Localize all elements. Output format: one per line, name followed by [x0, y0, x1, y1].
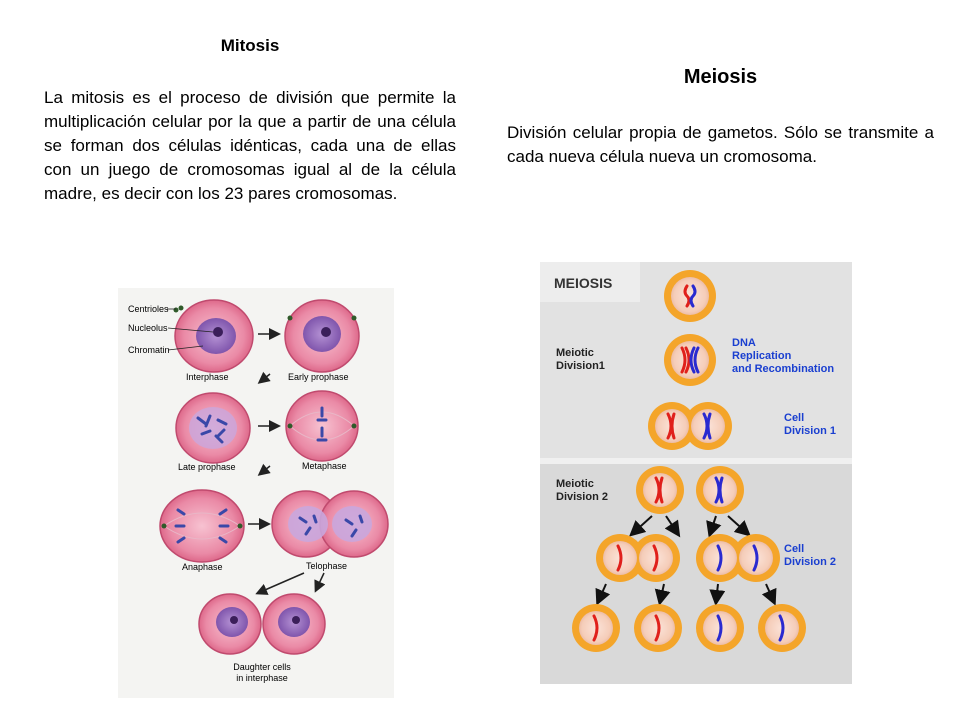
arrow-to-daughter-left — [255, 572, 305, 595]
metaphase-label: Metaphase — [302, 461, 347, 471]
chromatin-label: Chromatin — [128, 345, 170, 355]
chromatin-pointer — [167, 345, 204, 351]
meiotic-division1-label-line1: Meiotic — [556, 347, 594, 359]
meiotic-division1-label-line2: Division1 — [556, 360, 605, 372]
gamete-cell-4 — [758, 604, 806, 652]
arrow-gamete-2 — [654, 583, 671, 606]
meiosis-replication-cell — [664, 334, 716, 386]
meiosis-division1-cells — [648, 402, 732, 450]
anaphase-cell — [159, 489, 245, 563]
meiosis-divider — [540, 458, 852, 464]
cell-division1-label-line1: Cell — [784, 412, 804, 424]
arrow-gamete-1 — [595, 583, 611, 606]
arrow-to-daughter-right — [314, 572, 326, 593]
interphase-label: Interphase — [186, 372, 229, 382]
nucleolus-label: Nucleolus — [128, 323, 168, 333]
gamete-cell-3 — [696, 604, 744, 652]
meiosis-diagram: MEIOSIS Meiotic Division1 Meiotic Divisi… — [540, 262, 852, 684]
mitosis-diagram: Centrioles Nucleolus Chromatin Interphas… — [118, 288, 394, 698]
cell-division2-label-line2: Division 2 — [784, 556, 836, 568]
meiosis-description: División celular propia de gametos. Sólo… — [507, 123, 934, 166]
daughter-cells-label-line1: Daughter cells — [233, 662, 291, 672]
telophase-cell — [271, 490, 389, 558]
meiosis-division2-cell-red — [636, 466, 684, 514]
arrow-d2-left-b — [664, 515, 681, 538]
meiosis-division2-pair-red — [596, 534, 680, 582]
interphase-cell — [173, 299, 254, 373]
gamete-cell-2 — [634, 604, 682, 652]
dna-label-line3: and Recombination — [732, 363, 834, 375]
early-prophase-cell — [284, 299, 360, 373]
meiotic-division2-label-line2: Division 2 — [556, 491, 608, 503]
meiotic-division2-label-line1: Meiotic — [556, 478, 594, 490]
cell-division2-label-line1: Cell — [784, 543, 804, 555]
nucleolus-pointer — [167, 327, 214, 333]
meiosis-header-box — [540, 262, 640, 302]
meiosis-header: MEIOSIS — [554, 275, 612, 291]
anaphase-label: Anaphase — [182, 562, 223, 572]
arrow-to-anaphase — [257, 463, 271, 476]
meiosis-division2-pair-blue — [696, 534, 780, 582]
daughter-cell-left — [198, 593, 262, 655]
gamete-cell-1 — [572, 604, 620, 652]
late-prophase-label: Late prophase — [178, 462, 236, 472]
meiosis-title: Meiosis — [683, 66, 758, 88]
daughter-cells-label-line2: in interphase — [236, 673, 288, 683]
arrow-d2-left-a — [629, 515, 653, 537]
mitosis-title: Mitosis — [220, 36, 280, 55]
early-prophase-label: Early prophase — [288, 372, 349, 382]
daughter-cell-right — [262, 593, 326, 655]
arrow-gamete-3 — [709, 583, 726, 606]
dna-label-line1: DNA — [732, 337, 756, 349]
mitosis-description: La mitosis es el proceso de división que… — [44, 88, 456, 203]
arrow-d2-right-b — [727, 515, 751, 537]
centrioles-label: Centrioles — [128, 304, 169, 314]
arrow-gamete-4 — [761, 583, 777, 606]
arrow-to-late-prophase — [257, 371, 271, 384]
meiosis-parent-cell — [664, 270, 716, 322]
meiosis-division2-cell-blue — [696, 466, 744, 514]
metaphase-cell — [285, 390, 359, 462]
dna-label-line2: Replication — [732, 350, 792, 362]
telophase-label: Telophase — [306, 561, 347, 571]
arrow-d2-right-a — [706, 515, 722, 538]
cell-division1-label-line2: Division 1 — [784, 425, 836, 437]
late-prophase-cell — [175, 392, 251, 464]
